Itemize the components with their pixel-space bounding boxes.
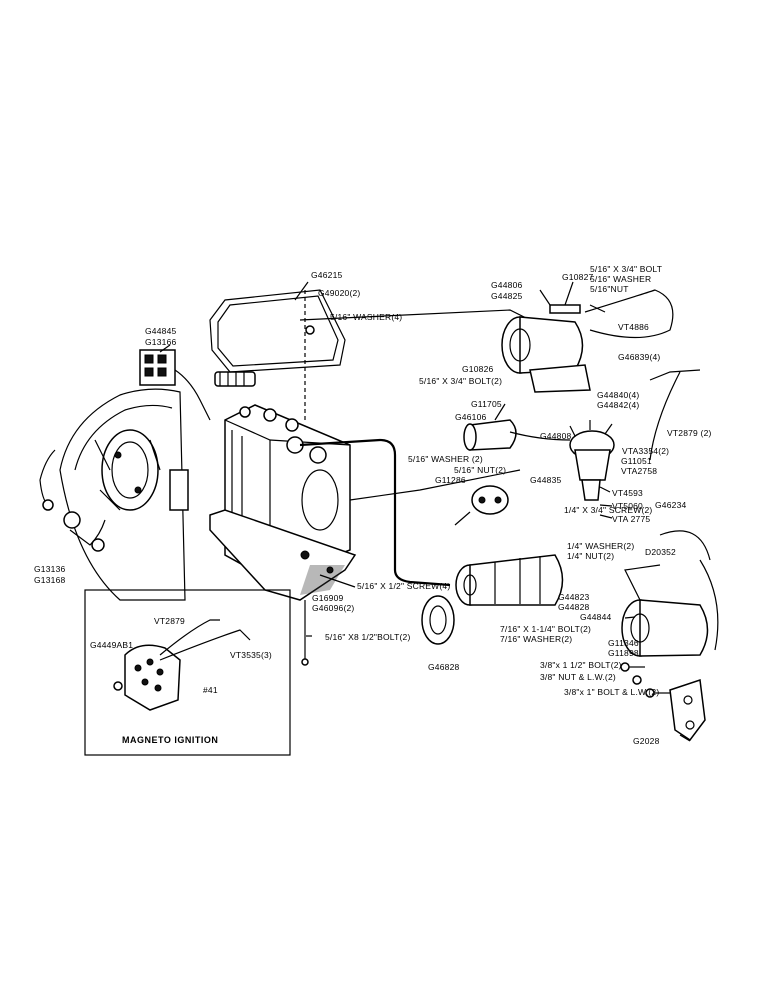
bracket-bolts xyxy=(620,662,670,698)
label-washer-14-2: 1/4" WASHER(2) xyxy=(567,541,635,551)
distributor xyxy=(569,420,615,501)
lower-generator xyxy=(621,530,719,657)
label-bolt-716: 7/16" X 1-1/4" BOLT(2) xyxy=(500,624,592,634)
label-g10826: G10826 xyxy=(462,364,494,374)
label-g46215: G46215 xyxy=(311,270,343,280)
ignition-coil xyxy=(463,419,571,451)
label-washer-516-4: 5/16" WASHER(4) xyxy=(330,312,403,322)
label-g44806: G44806 xyxy=(491,280,523,290)
label-vta2775: VTA 2775 xyxy=(612,514,651,524)
label-g46828: G46828 xyxy=(428,662,460,672)
instrument-panel xyxy=(39,388,189,601)
magneto-inset xyxy=(84,589,291,756)
label-g13168: G13168 xyxy=(34,575,66,585)
label-g44844: G44844 xyxy=(580,612,612,622)
inset-title: MAGNETO IGNITION xyxy=(122,735,219,745)
label-vt4886: VT4886 xyxy=(618,322,649,332)
fan-belt xyxy=(584,289,674,339)
label-g46234: G46234 xyxy=(655,500,687,510)
generator xyxy=(501,304,591,393)
label-bolt-516-8: 5/16" X8 1/2"BOLT(2) xyxy=(325,632,411,642)
label-g11705: G11705 xyxy=(471,399,502,409)
label-bolt-516-34-2: 5/16" X 3/4" BOLT(2) xyxy=(419,376,503,386)
label-vt3535: VT3535(3) xyxy=(230,650,272,660)
label-nut-14-2: 1/4" NUT(2) xyxy=(567,551,615,561)
label-g44842: G44842(4) xyxy=(597,400,640,410)
label-nut-516: 5/16"NUT xyxy=(590,284,629,294)
label-vt4593: VT4593 xyxy=(612,488,643,498)
label-g10827: G10827 xyxy=(562,272,594,282)
label-d20352: D20352 xyxy=(645,547,676,557)
label-g44840: G44840(4) xyxy=(597,390,640,400)
battery-tray xyxy=(209,509,357,666)
label-nut-38: 3/8" NUT & L.W.(2) xyxy=(540,672,616,682)
label-bolt-38-2: 3/8"x 1" BOLT & L.W.(2) xyxy=(564,687,660,697)
label-g44835: G44835 xyxy=(530,475,562,485)
label-g44808: G44808 xyxy=(540,431,572,441)
starter-motor xyxy=(455,554,564,606)
label-washer-516: 5/16" WASHER xyxy=(590,274,652,284)
voltage-regulator xyxy=(139,349,211,421)
label-nut-516-2: 5/16" NUT(2) xyxy=(454,465,507,475)
spark-plug-wire xyxy=(649,369,701,461)
label-vt2879-2: VT2879 (2) xyxy=(667,428,712,438)
label-vta2758: VTA2758 xyxy=(621,466,658,476)
label-g11051: G11051 xyxy=(621,456,652,466)
label-g11346: G11346 xyxy=(608,638,639,648)
label-screw-14-34: 1/4" X 3/4" SCREW(2) xyxy=(564,505,653,515)
label-g44823: G44823 xyxy=(558,592,590,602)
starter-switch xyxy=(454,485,509,526)
label-bolt-38-1: 3/8"x 1 1/2" BOLT(2) xyxy=(540,660,622,670)
battery-hold-down-frame xyxy=(209,289,346,420)
label-vt5060: VT5060 xyxy=(612,501,643,511)
label-g44498: G4449AB1 xyxy=(90,640,134,650)
label-screw-516-12: 5/16" X 1/2" SCREW(4) xyxy=(357,581,451,591)
starter-gasket xyxy=(421,595,455,645)
label-vta3354: VTA3354(2) xyxy=(622,446,670,456)
label-washer-516-2: 5/16" WASHER (2) xyxy=(408,454,483,464)
label-g46839: G46839(4) xyxy=(618,352,661,362)
label-g44825: G44825 xyxy=(491,291,523,301)
label-washer-716: 7/16" WASHER(2) xyxy=(500,634,573,644)
wiring-connector xyxy=(214,371,256,387)
label-g2028: G2028 xyxy=(633,736,660,746)
label-bolt-516-34: 5/16" X 3/4" BOLT xyxy=(590,264,663,274)
generator-bracket xyxy=(669,678,706,742)
label-g46106: G46106 xyxy=(455,412,487,422)
label-g46096: G46096(2) xyxy=(312,603,355,613)
leader-lines xyxy=(159,281,691,742)
label-g11898: G11898 xyxy=(608,648,639,658)
label-g49020: G49020(2) xyxy=(318,288,361,298)
label-mag41: #41 xyxy=(203,685,218,695)
label-g13166: G13166 xyxy=(145,337,177,347)
label-g44845: G44845 xyxy=(145,326,177,336)
label-g16909: G16909 xyxy=(312,593,344,603)
label-vt2879: VT2879 xyxy=(154,616,185,626)
label-g44828: G44828 xyxy=(558,602,590,612)
label-g11286: G11286 xyxy=(435,475,466,485)
label-g13136: G13136 xyxy=(34,564,66,574)
